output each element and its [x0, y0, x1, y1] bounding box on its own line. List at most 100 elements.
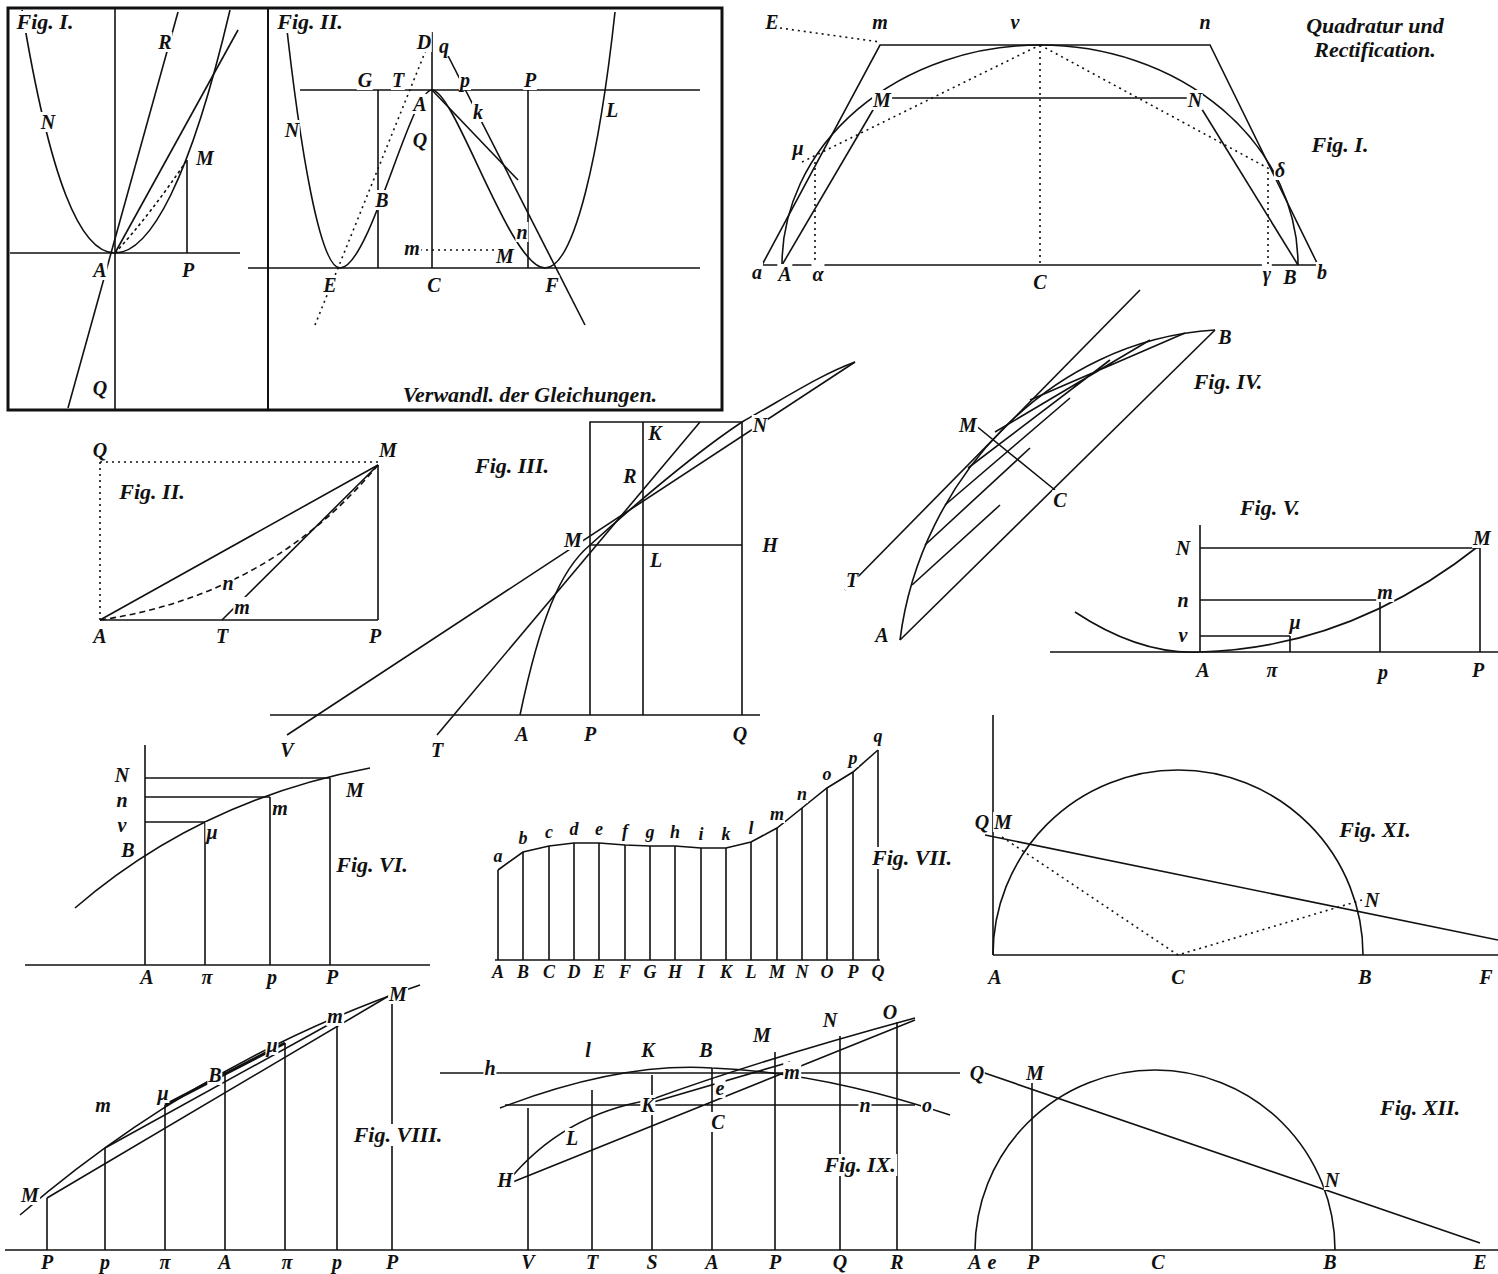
figure-number: Fig. I.	[16, 11, 75, 33]
point-label: n	[115, 790, 128, 810]
point-label: e	[987, 1252, 998, 1272]
point-label: f	[621, 822, 629, 840]
point-label: L	[605, 100, 619, 120]
point-label: h	[669, 823, 681, 841]
point-label: m	[769, 805, 785, 823]
point-label: M	[378, 440, 398, 460]
point-label: R	[889, 1252, 904, 1272]
point-label: P	[768, 1252, 782, 1272]
point-label: L	[565, 1128, 579, 1148]
point-label: k	[721, 825, 732, 843]
point-label: a	[493, 847, 504, 865]
point-label: M	[563, 530, 583, 550]
point-label: A	[217, 1252, 232, 1272]
point-label: N	[1175, 538, 1191, 558]
point-label: a	[751, 262, 763, 282]
point-label: π	[201, 967, 214, 987]
point-label: H	[761, 535, 779, 555]
point-label: A	[704, 1252, 719, 1272]
point-label: P	[181, 260, 195, 280]
point-label: n	[1176, 590, 1189, 610]
point-label: L	[649, 550, 663, 570]
point-label: ν	[117, 815, 128, 835]
point-label: e	[594, 820, 604, 838]
point-label: R	[157, 32, 172, 52]
point-label: O	[820, 963, 835, 981]
point-label: γ	[1262, 264, 1272, 284]
figure-number: Fig. VI.	[335, 854, 409, 876]
figure-number: Fig. II.	[118, 481, 185, 503]
point-label: E	[1472, 1252, 1487, 1272]
point-label: m	[94, 1095, 112, 1115]
point-label: T	[585, 1252, 599, 1272]
point-label: Q	[871, 963, 886, 981]
point-label: P	[385, 1252, 399, 1272]
point-label: P	[40, 1252, 54, 1272]
figure-number: Fig. XII.	[1379, 1097, 1461, 1119]
point-label: m	[1376, 582, 1394, 602]
point-label: π	[1266, 660, 1279, 680]
point-label: δ	[1274, 160, 1286, 180]
point-label: l	[747, 819, 754, 837]
ordinate	[573, 843, 575, 960]
point-label: p	[266, 967, 278, 987]
plate-title: Quadratur und Rectification.	[1262, 14, 1488, 62]
point-label: M	[1025, 1063, 1045, 1083]
figure-number: Fig. II.	[276, 11, 343, 33]
point-label: P	[847, 963, 860, 981]
point-label: A	[92, 260, 107, 280]
figure-number: Fig. IV.	[1193, 371, 1264, 393]
point-label: O	[882, 1002, 898, 1022]
point-label: N	[1187, 90, 1203, 110]
point-label: D	[416, 32, 432, 52]
point-label: b	[518, 829, 529, 847]
point-label: M	[752, 1025, 772, 1045]
point-label: μ	[156, 1083, 169, 1103]
point-label: M	[768, 963, 786, 981]
point-label: C	[1032, 272, 1047, 292]
point-label: Q	[732, 724, 748, 744]
point-label: F	[544, 275, 559, 295]
point-label: A	[92, 626, 107, 646]
figure-number: Fig. VII.	[871, 847, 953, 869]
figure-number: Fig. IX.	[823, 1154, 897, 1176]
point-label: H	[667, 963, 683, 981]
point-label: Q	[969, 1063, 985, 1083]
ordinate	[801, 808, 803, 960]
point-label: A	[967, 1252, 982, 1272]
point-label: A	[412, 94, 427, 114]
point-label: R	[622, 466, 637, 486]
point-label: P	[583, 724, 597, 744]
point-label: T	[215, 626, 229, 646]
point-label: b	[1316, 262, 1328, 282]
caption-text: Verwandl. der Gleichungen.	[402, 384, 658, 406]
point-label: o	[921, 1095, 933, 1115]
point-label: A	[139, 967, 154, 987]
point-label: K	[719, 963, 733, 981]
point-label: F	[1478, 967, 1493, 987]
ordinate	[624, 845, 626, 960]
point-label: K	[647, 423, 662, 443]
point-label: p	[99, 1252, 111, 1272]
point-label: M	[872, 90, 892, 110]
point-label: N	[1364, 890, 1380, 910]
point-label: m	[783, 1062, 801, 1082]
point-label: ν	[1178, 625, 1189, 645]
ordinate	[674, 846, 676, 960]
point-label: A	[874, 625, 889, 645]
curve	[498, 750, 878, 870]
point-label: c	[544, 823, 554, 841]
ordinate	[852, 772, 854, 960]
ordinate	[497, 870, 499, 960]
point-label: M	[1472, 528, 1492, 548]
point-label: B	[120, 840, 135, 860]
figure-number: Fig. XI.	[1338, 819, 1412, 841]
point-label: P	[325, 967, 339, 987]
point-label: Q	[974, 812, 990, 832]
point-label: M	[958, 415, 978, 435]
point-label: π	[159, 1252, 172, 1272]
point-label: Q	[832, 1252, 848, 1272]
point-label: e	[715, 1078, 726, 1098]
point-label: N	[752, 415, 768, 435]
figure-number: Fig. III.	[474, 455, 550, 477]
